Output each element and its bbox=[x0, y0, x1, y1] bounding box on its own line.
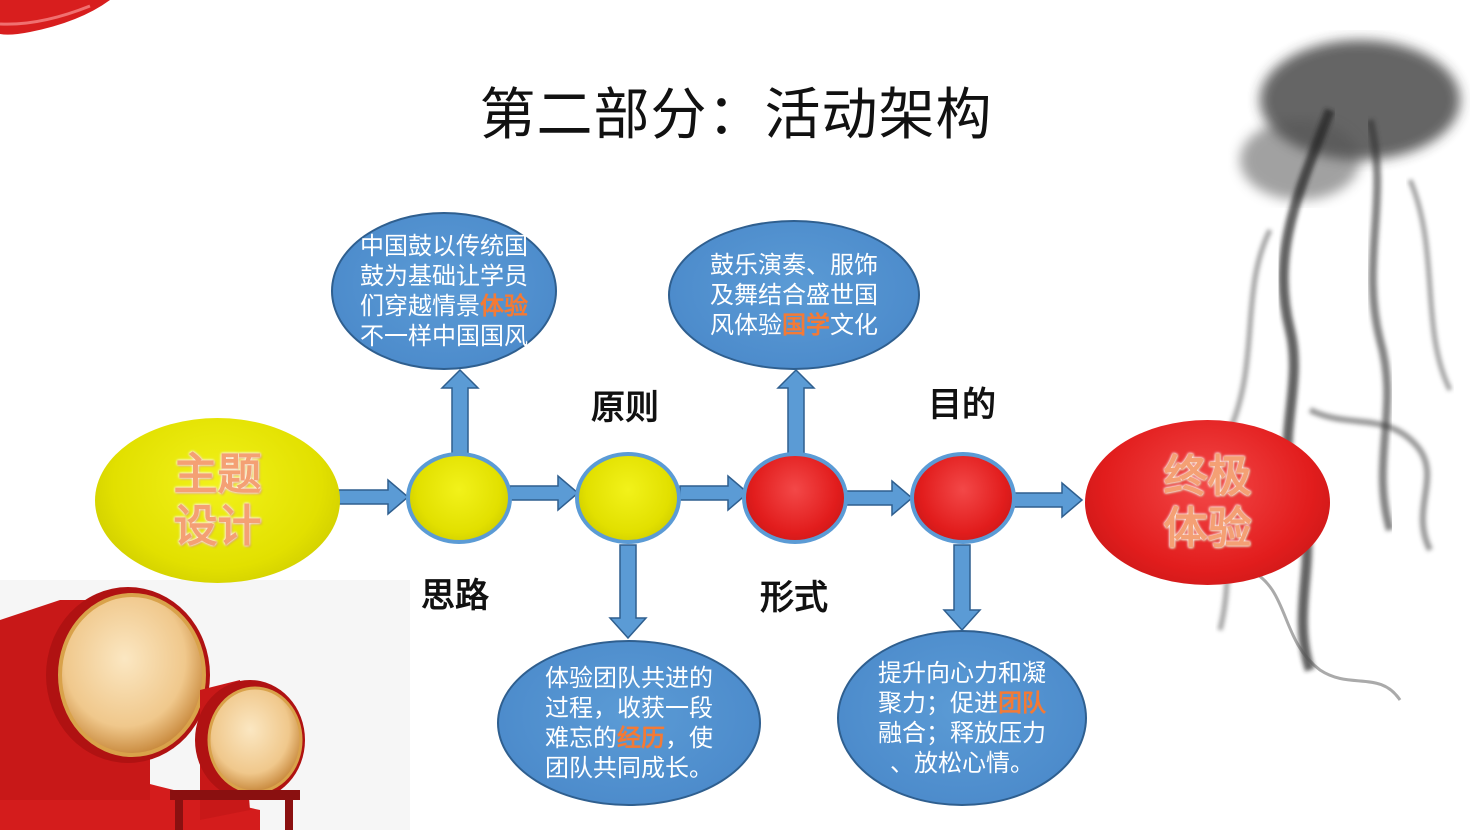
arrow-yuanze-down bbox=[608, 544, 648, 640]
yuanze-bubble-text: 体验团队共进的 过程，收获一段 难忘的经历，使 团队共同成长。 bbox=[545, 664, 713, 782]
arrow-mudi-to-end bbox=[1011, 481, 1084, 519]
theme-design-label: 主题 设计 bbox=[173, 448, 262, 552]
silu-node bbox=[406, 452, 512, 544]
arrow-yuanze-to-xingshi bbox=[679, 474, 750, 512]
page-title: 第二部分：活动架构 bbox=[479, 83, 993, 148]
mudi-highlight: 团队 bbox=[998, 689, 1046, 717]
arrow-start-to-silu bbox=[337, 478, 410, 516]
xingshi-node bbox=[742, 452, 848, 544]
ultimate-experience-node: 终极 体验 bbox=[1085, 420, 1330, 585]
yuanze-highlight: 经历 bbox=[617, 724, 665, 752]
arrow-xingshi-to-mudi bbox=[843, 479, 914, 517]
mudi-bubble: 提升向心力和凝 聚力；促进团队 融合；释放压力 、放松心情。 bbox=[837, 630, 1087, 806]
drum-illustration bbox=[0, 580, 410, 830]
arrow-silu-up bbox=[440, 368, 480, 456]
silu-bubble-text: 中国鼓以传统国 鼓为基础让学员 们穿越情景体验 不一样中国国风 bbox=[360, 232, 528, 350]
xingshi-bubble-text: 鼓乐演奏、服饰 及舞结合盛世国 风体验国学文化 bbox=[710, 251, 878, 339]
xingshi-highlight: 国学 bbox=[782, 311, 830, 339]
silu-label: 思路 bbox=[421, 576, 489, 616]
theme-design-node: 主题 设计 bbox=[95, 418, 340, 583]
xingshi-bubble: 鼓乐演奏、服饰 及舞结合盛世国 风体验国学文化 bbox=[668, 220, 920, 370]
arrow-xingshi-up bbox=[776, 368, 816, 456]
mudi-node bbox=[910, 452, 1016, 544]
arrow-silu-to-yuanze bbox=[509, 474, 580, 512]
silu-highlight: 体验 bbox=[480, 292, 528, 320]
red-ribbon-decoration bbox=[0, 0, 110, 35]
silu-bubble: 中国鼓以传统国 鼓为基础让学员 们穿越情景体验 不一样中国国风 bbox=[331, 212, 557, 370]
mudi-label: 目的 bbox=[928, 385, 996, 425]
mudi-bubble-text: 提升向心力和凝 聚力；促进团队 融合；释放压力 、放松心情。 bbox=[878, 659, 1046, 777]
yuanze-label: 原则 bbox=[591, 388, 659, 428]
ink-smoke-decoration bbox=[1217, 40, 1460, 701]
yuanze-node bbox=[575, 452, 681, 544]
arrow-mudi-down bbox=[942, 544, 982, 632]
ultimate-experience-label: 终极 体验 bbox=[1163, 450, 1252, 554]
xingshi-label: 形式 bbox=[760, 578, 828, 618]
yuanze-bubble: 体验团队共进的 过程，收获一段 难忘的经历，使 团队共同成长。 bbox=[497, 640, 761, 806]
